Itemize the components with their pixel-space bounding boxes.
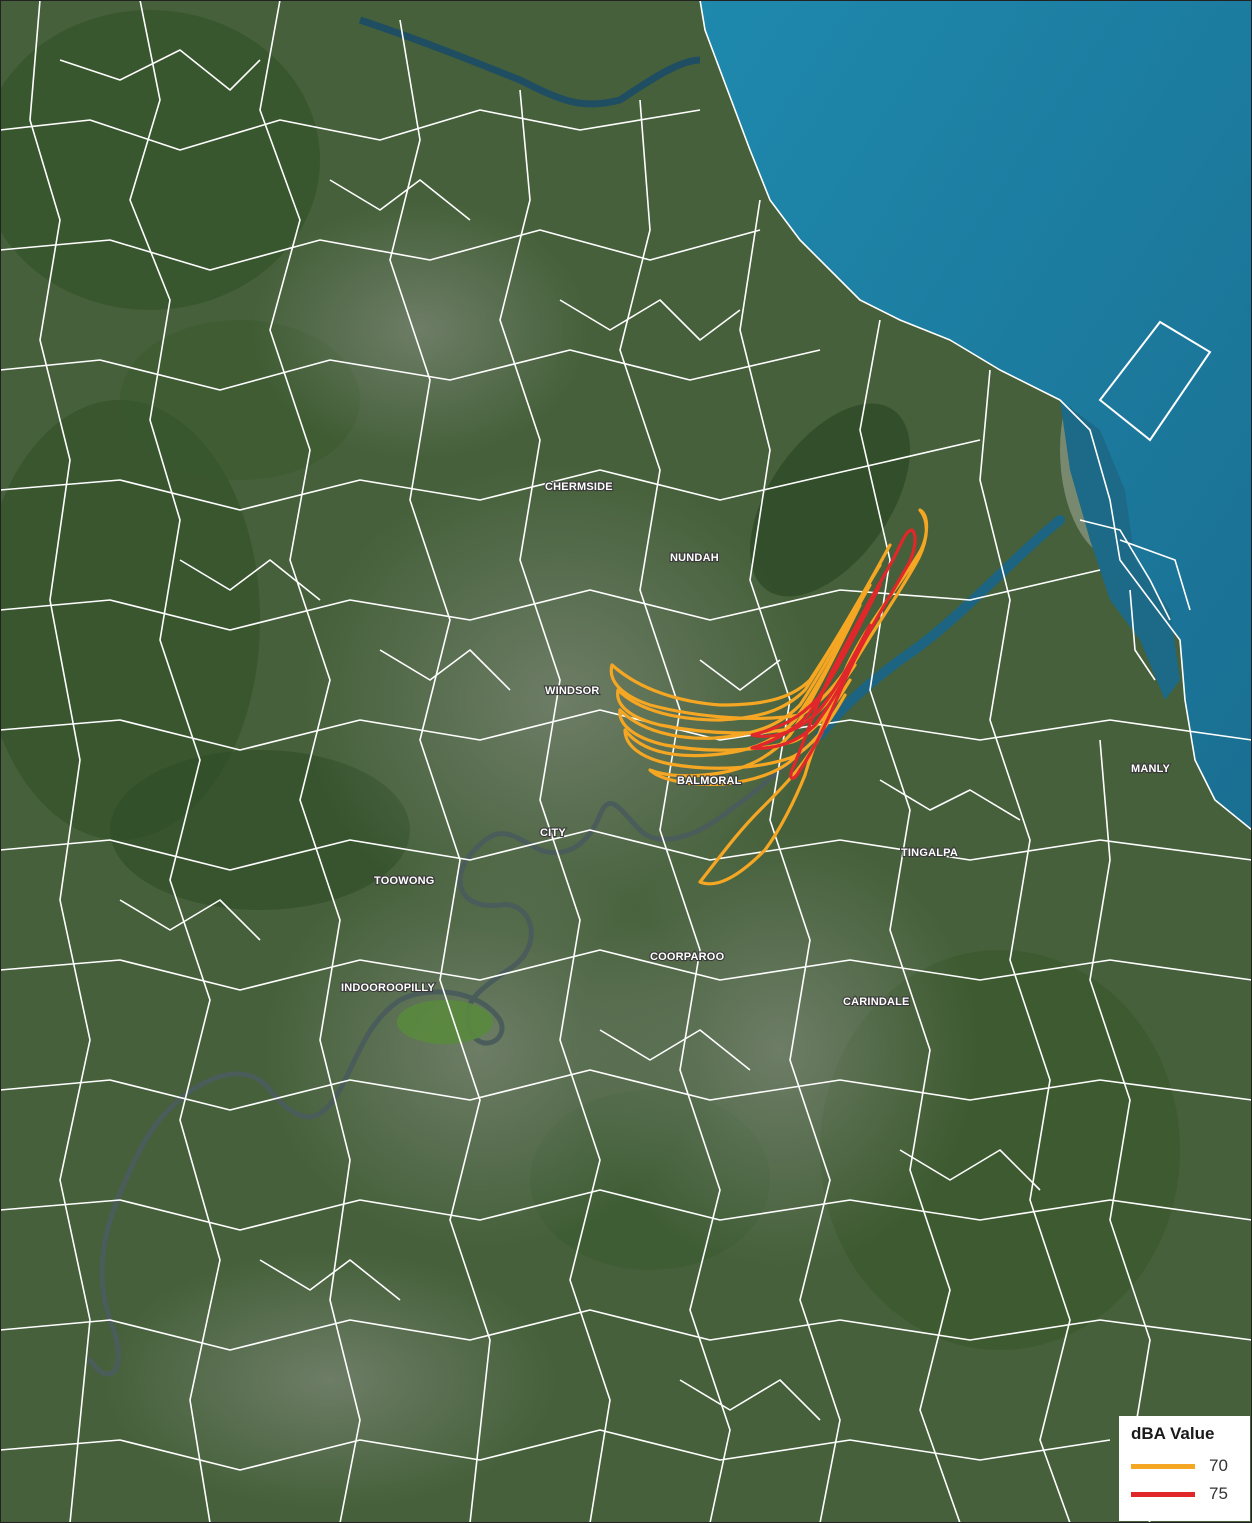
legend-value-75: 75 bbox=[1209, 1484, 1228, 1503]
suburb-label-windsor: WINDSOR bbox=[545, 685, 600, 697]
brisbane-river-mouth bbox=[1060, 400, 1180, 700]
suburb-label-carindale: CARINDALE bbox=[843, 996, 910, 1008]
contour-75-runway-lobe bbox=[789, 528, 917, 780]
moreton-bay-water bbox=[700, 0, 1252, 830]
suburb-label-chermside: CHERMSIDE bbox=[545, 481, 613, 493]
suburb-label-nundah: NUNDAH bbox=[670, 552, 719, 564]
legend-value-70: 70 bbox=[1209, 1456, 1228, 1475]
suburb-label-indooroopilly: INDOOROOPILLY bbox=[341, 982, 435, 994]
contour-75-arrival-inner-2 bbox=[750, 623, 862, 750]
suburb-label-coorparoo: COORPAROO bbox=[650, 951, 725, 963]
legend-item-70: 70 bbox=[1131, 1452, 1240, 1480]
pine-river bbox=[358, 16, 701, 108]
golf-course-patch bbox=[397, 1000, 493, 1044]
port-outline bbox=[1098, 320, 1212, 442]
suburb-labels: CHERMSIDE NUNDAH WINDSOR BALMORAL CITY T… bbox=[340, 480, 1172, 1009]
contour-75-dba bbox=[750, 528, 917, 780]
legend-swatch-70 bbox=[1131, 1463, 1195, 1469]
suburb-label-manly: MANLY bbox=[1131, 763, 1171, 775]
suburb-label-tingalpa: TINGALPA bbox=[901, 847, 958, 859]
legend-title: dBA Value bbox=[1131, 1424, 1215, 1443]
suburb-label-city: CITY bbox=[540, 827, 566, 839]
suburb-label-toowong: TOOWONG bbox=[374, 875, 434, 887]
legend-swatch-75 bbox=[1131, 1491, 1195, 1497]
legend: dBA Value 70 75 bbox=[1119, 1416, 1250, 1521]
river-estuary bbox=[815, 515, 1065, 740]
legend-item-75: 75 bbox=[1131, 1480, 1240, 1508]
contour-70-dba bbox=[609, 508, 929, 886]
suburb-label-balmoral: BALMORAL bbox=[677, 775, 742, 787]
